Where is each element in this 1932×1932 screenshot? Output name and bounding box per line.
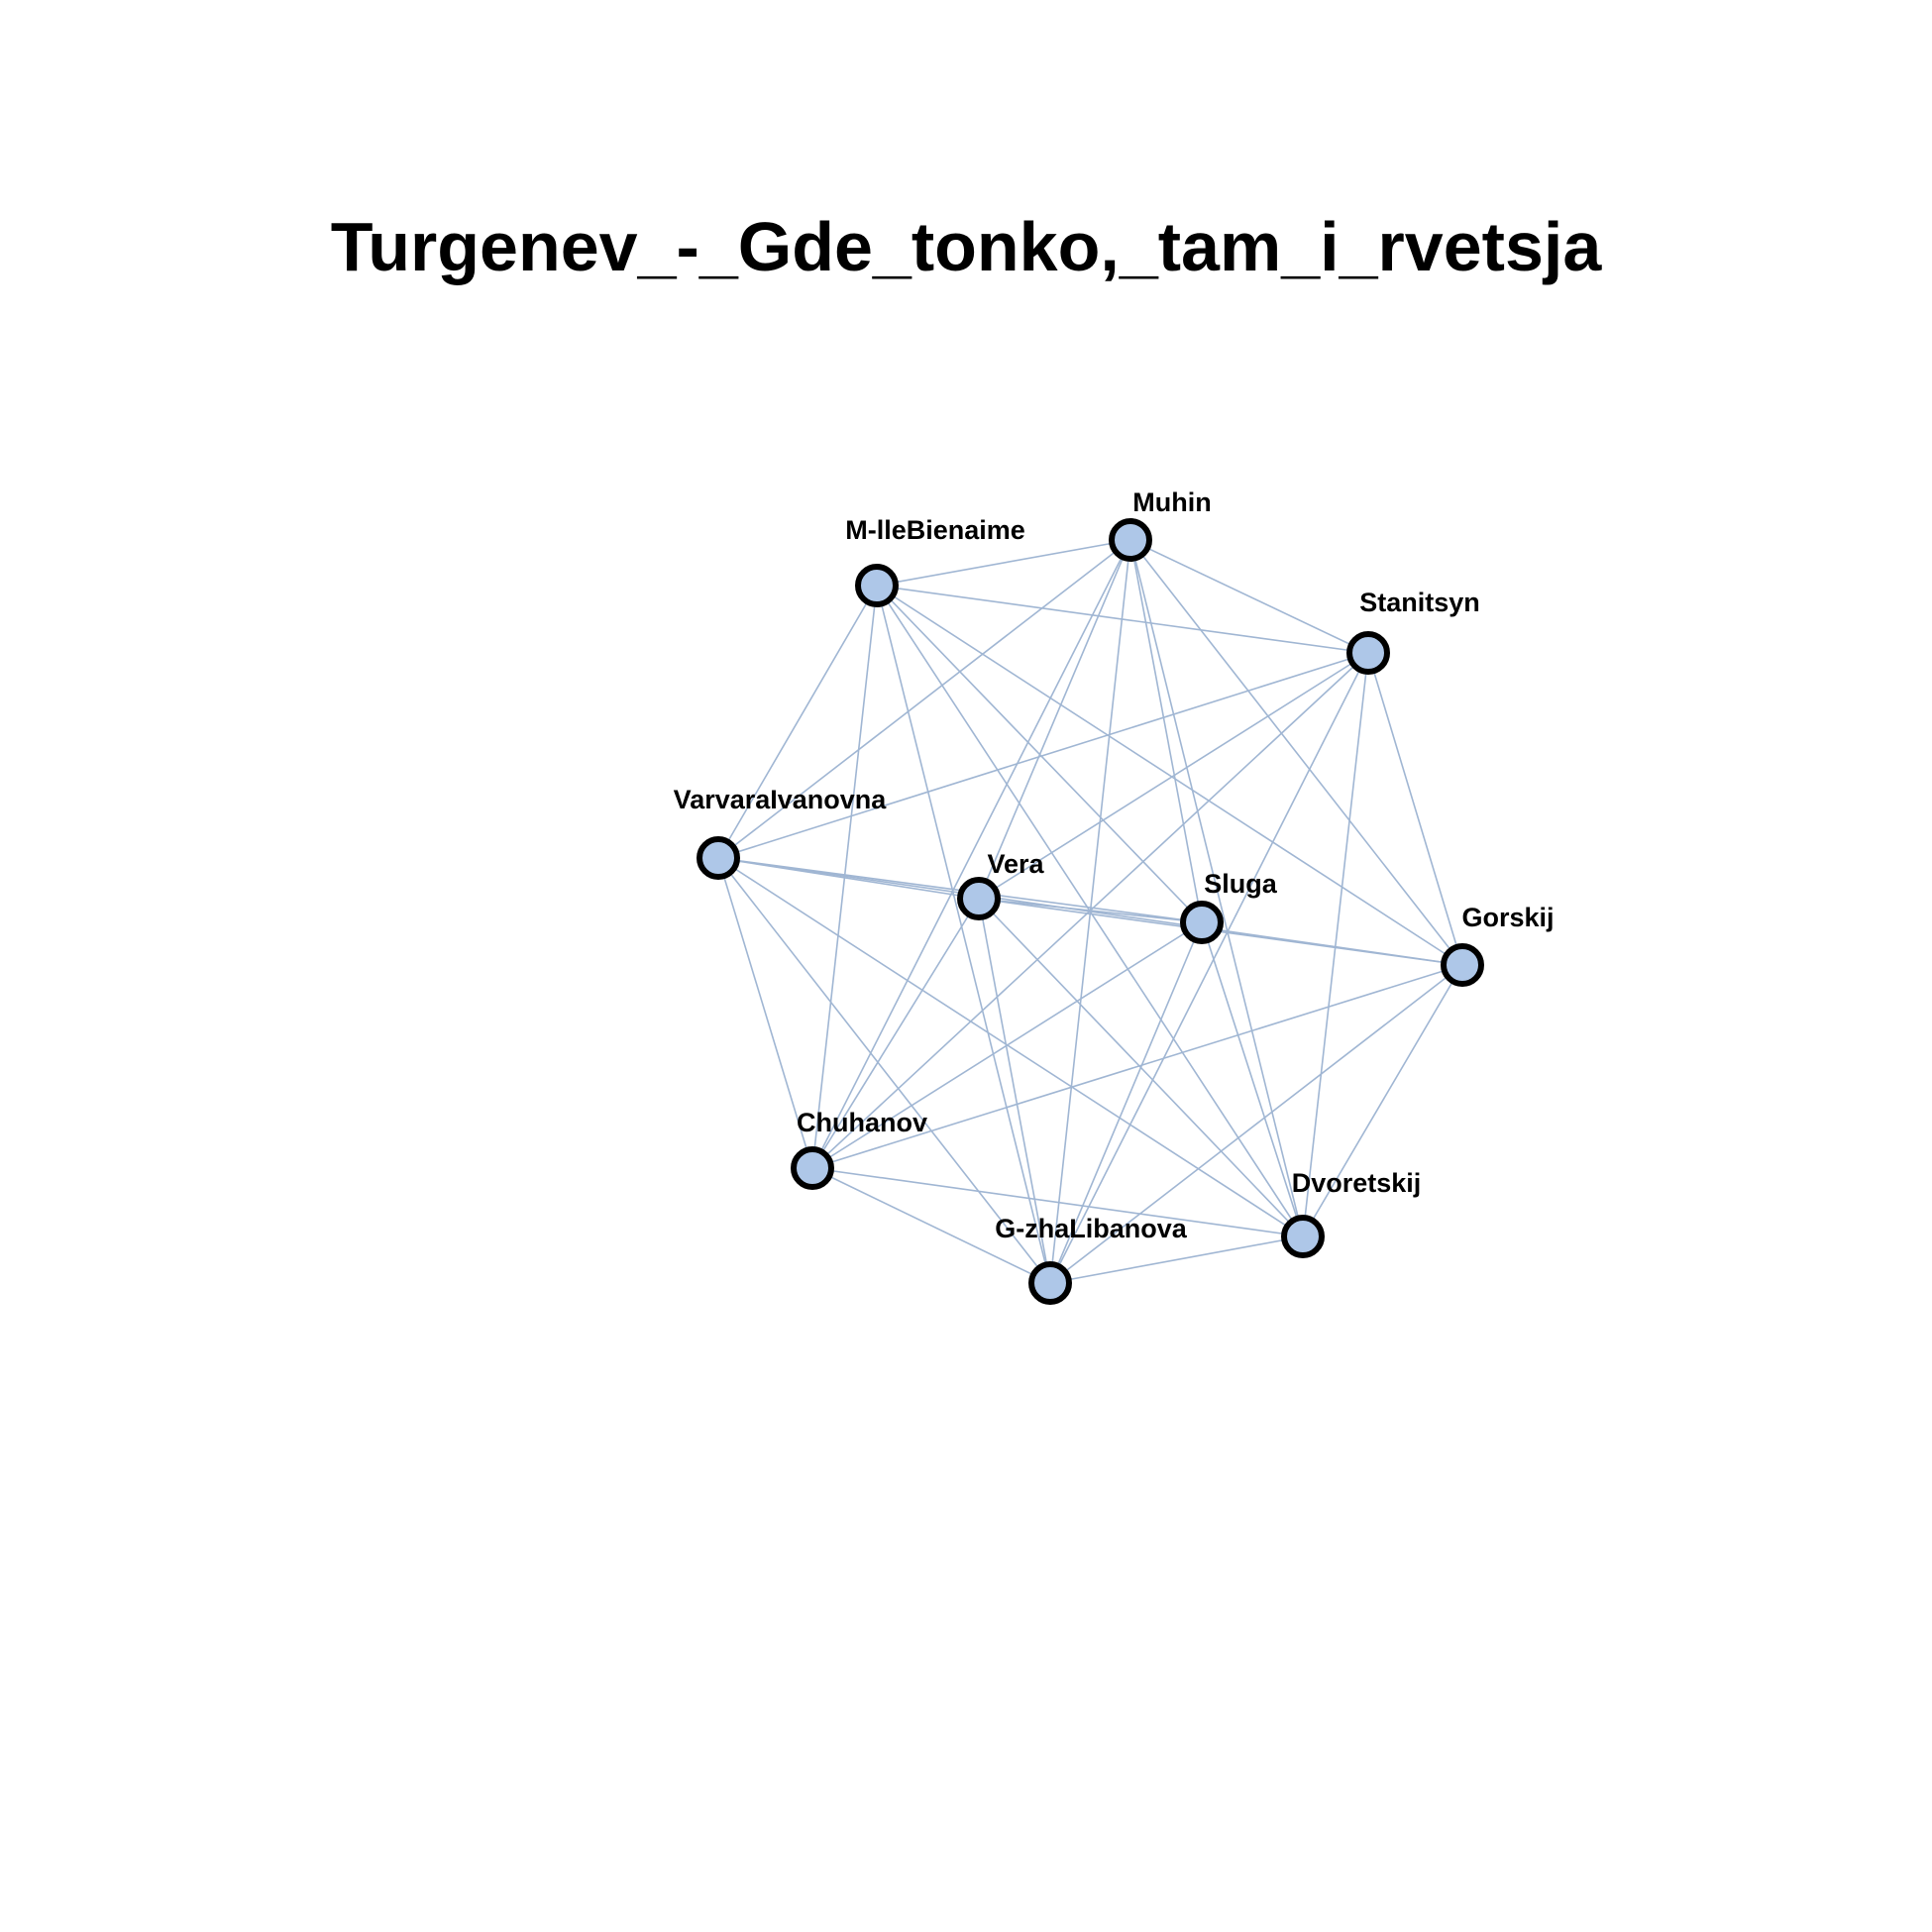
edge-Chuhanov-G-zhaLibanova	[811, 1167, 1051, 1284]
edge-Muhin-Gorskij	[1129, 539, 1463, 966]
edge-Vera-G-zhaLibanova	[978, 898, 1051, 1284]
edge-VarvaraIvanovna-Dvoretskij	[717, 857, 1304, 1237]
node-Dvoretskij	[1281, 1215, 1325, 1258]
edge-Stanitsyn-Dvoretskij	[1302, 652, 1369, 1237]
edge-Dvoretskij-G-zhaLibanova	[1049, 1235, 1304, 1284]
node-Chuhanov	[791, 1146, 834, 1190]
edge-Vera-Sluga	[978, 898, 1203, 923]
edge-VarvaraIvanovna-Gorskij	[717, 857, 1463, 966]
node-G-zhaLibanova	[1028, 1261, 1072, 1305]
edge-Stanitsyn-G-zhaLibanova	[1049, 652, 1369, 1284]
edge-Chuhanov-Dvoretskij	[811, 1167, 1304, 1237]
node-label-Chuhanov: Chuhanov	[797, 1108, 927, 1137]
edge-Sluga-Chuhanov	[811, 921, 1203, 1169]
node-label-G-zhaLibanova: G-zhaLibanova	[995, 1214, 1188, 1243]
edge-Vera-Chuhanov	[811, 898, 980, 1169]
edge-Gorskij-G-zhaLibanova	[1049, 964, 1463, 1284]
edge-M-lleBienaime-G-zhaLibanova	[876, 585, 1051, 1284]
node-label-M-lleBienaime: M-lleBienaime	[845, 515, 1025, 545]
edge-VarvaraIvanovna-G-zhaLibanova	[717, 857, 1051, 1284]
edge-Muhin-Vera	[978, 539, 1131, 900]
edge-Stanitsyn-Vera	[978, 652, 1369, 900]
node-label-Muhin: Muhin	[1132, 487, 1211, 517]
edge-Stanitsyn-VarvaraIvanovna	[717, 652, 1369, 859]
node-label-Stanitsyn: Stanitsyn	[1359, 588, 1480, 617]
node-VarvaraIvanovna	[697, 836, 740, 880]
node-M-lleBienaime	[855, 564, 899, 607]
edge-Gorskij-Chuhanov	[811, 964, 1463, 1169]
node-label-Vera: Vera	[987, 849, 1044, 879]
edge-Sluga-Dvoretskij	[1201, 921, 1304, 1237]
edge-Stanitsyn-Gorskij	[1367, 652, 1463, 966]
edge-Muhin-Stanitsyn	[1129, 539, 1369, 654]
edge-Muhin-Sluga	[1129, 539, 1203, 923]
graph-title: Turgenev_-_Gde_tonko,_tam_i_rvetsja	[331, 208, 1603, 285]
node-Sluga	[1180, 901, 1224, 944]
edge-Muhin-Chuhanov	[811, 539, 1131, 1169]
edge-Muhin-Dvoretskij	[1129, 539, 1304, 1237]
edge-Muhin-VarvaraIvanovna	[717, 539, 1131, 859]
node-label-Sluga: Sluga	[1204, 869, 1277, 899]
edge-Gorskij-Dvoretskij	[1302, 964, 1463, 1237]
node-Gorskij	[1441, 943, 1484, 987]
nodes-layer: MuhinM-lleBienaimeStanitsynVarvaraIvanov…	[674, 487, 1555, 1305]
node-Stanitsyn	[1346, 631, 1390, 675]
node-label-VarvaraIvanovna: VarvaraIvanovna	[674, 785, 888, 814]
edge-VarvaraIvanovna-Chuhanov	[717, 857, 813, 1169]
node-Vera	[957, 877, 1001, 920]
node-label-Gorskij: Gorskij	[1461, 903, 1554, 932]
edge-M-lleBienaime-Gorskij	[876, 585, 1463, 966]
edge-M-lleBienaime-VarvaraIvanovna	[717, 585, 878, 859]
edge-Sluga-G-zhaLibanova	[1049, 921, 1203, 1284]
node-Muhin	[1109, 518, 1152, 562]
node-label-Dvoretskij: Dvoretskij	[1292, 1168, 1422, 1198]
edge-M-lleBienaime-Muhin	[876, 539, 1131, 587]
edges-layer	[717, 539, 1463, 1284]
